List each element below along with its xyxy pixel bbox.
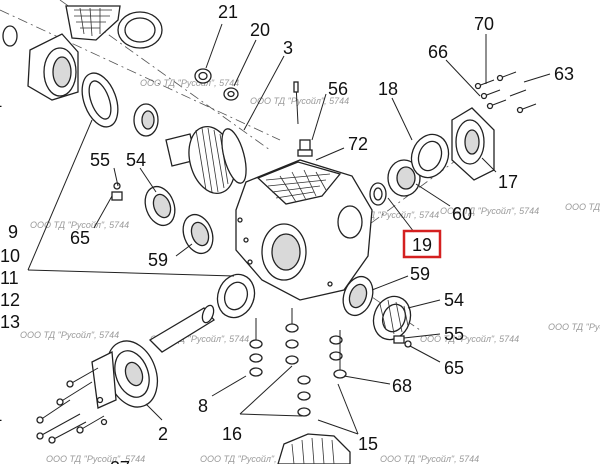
callout-65: 65 [70,228,90,248]
center-axis [354,149,471,236]
callout-11: 11 [0,268,19,288]
callout-59-right: 59 [410,264,430,284]
watermark: ООО ТД "Русойл", 5744 [420,334,519,344]
watermark: ООО ТД "Русойл", 5744 [340,210,439,220]
callout-4-top: 4 [0,94,2,114]
callout-63: 63 [554,64,574,84]
lock-tab-55 [111,182,123,201]
highlight-box-19 [402,229,442,259]
callout-15: 15 [358,434,378,454]
pin [293,81,299,93]
callout-10: 10 [0,246,20,266]
watermark: ООО ТД "Русойл", 5744 [200,454,299,464]
watermark: ООО ТД "Русойл", 5744 [250,96,349,106]
gasket-inner [124,17,156,43]
housing-flange-upper-left [65,5,121,41]
callout-54: 54 [126,150,146,170]
watermark: ООО ТД "Русойл", 5744 [150,334,249,344]
callout-16: 16 [222,424,242,444]
callout-72: 72 [348,134,368,154]
callout-17: 17 [498,172,518,192]
callout-2: 2 [158,424,168,444]
callout-60: 60 [452,204,472,224]
watermark: ООО ТД "Русойл", 5744 [140,78,239,88]
callout-56: 56 [328,79,348,99]
bearing-54-right [372,295,412,341]
differential-housing [235,159,373,301]
callout-59-left: 59 [148,250,168,270]
pinion-housing-left [27,33,79,101]
callout-55-right: 55 [444,324,464,344]
callout-66: 66 [428,42,448,62]
bolts-upper-right [474,71,537,114]
snap-ring [2,25,18,47]
callouts: 21 20 3 56 72 18 70 66 63 17 60 19 9 10 … [0,2,574,464]
callout-12: 12 [0,290,20,310]
callout-55: 55 [90,150,110,170]
callout-68: 68 [392,376,412,396]
lock-tab-55-right [393,335,412,348]
watermarks: ООО ТД "Русойл", 5744 ООО ТД "Русойл", 5… [20,78,600,464]
callout-4-bottom: 4 [0,408,2,428]
side-cover [451,107,495,181]
callout-54-right: 54 [444,290,464,310]
callout-65-right: 65 [444,358,464,378]
center-axis [0,9,281,141]
leader-lines [27,23,551,435]
watermark: ООО ТД "Русойл", 5744 [30,220,129,230]
watermark: ООО ТД "Русойл", 5744 [548,322,600,332]
callout-8: 8 [198,396,208,416]
pinion-gear [165,126,247,194]
callout-27: 27 [110,458,130,464]
watermark: ООО ТД "Русойл", 5744 [565,202,600,212]
studs-left [36,367,108,444]
callout-21: 21 [218,2,238,22]
gasket-11-inner [88,80,112,120]
breather-plug [297,139,313,157]
ring-gear-bottom [277,433,351,464]
watermark: ООО ТД "Русойл", 5744 [440,206,539,216]
input-shaft-assembly [91,304,215,409]
callout-9: 9 [8,222,18,242]
watermark: ООО ТД "Русойл", 5744 [20,330,119,340]
callout-70: 70 [474,14,494,34]
watermark: ООО ТД "Русойл", 5744 [46,454,145,464]
callout-19: 19 [412,235,432,255]
callout-20: 20 [250,20,270,40]
callout-18: 18 [378,79,398,99]
watermark: ООО ТД "Русойл", 5744 [380,454,479,464]
callout-13: 13 [0,312,20,332]
fasteners-lower [249,308,347,417]
callout-3: 3 [283,38,293,58]
